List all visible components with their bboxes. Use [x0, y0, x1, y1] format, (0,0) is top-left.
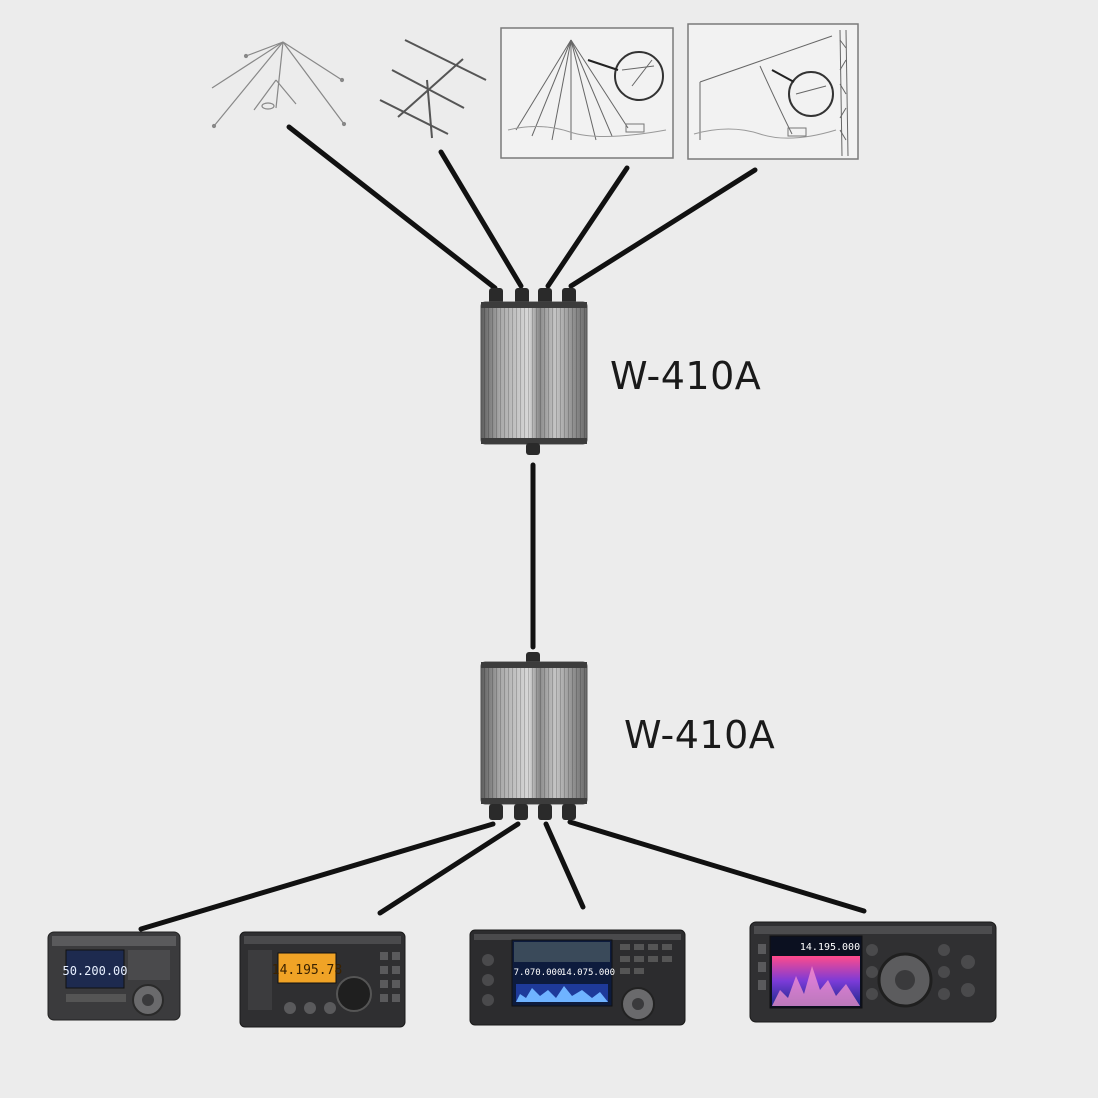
cable-antenna-2: [438, 149, 524, 289]
radio-2-display: 14.195.78: [272, 963, 342, 978]
radio-1-display: 50.200.00: [62, 964, 127, 978]
lcd-transceiver-icon: 14.195.78: [239, 931, 406, 1028]
connector-row-top: [489, 288, 576, 304]
switch-label-top: W-410A: [610, 354, 762, 398]
wire-dipole-antenna-icon: [211, 41, 347, 129]
cable-radio-3: [543, 821, 586, 910]
radio-4-display: 14.195.000: [800, 942, 860, 953]
tower-longwire-antenna-icon: [687, 23, 859, 160]
antenna-switch-bottom: [480, 652, 588, 820]
yagi-antenna-icon: [379, 39, 487, 139]
cable-antenna-3: [545, 165, 630, 289]
switch-label-bottom: W-410A: [624, 713, 776, 757]
cable-radio-4: [567, 819, 867, 914]
cable-radio-2: [377, 821, 521, 916]
radio-3-display-b: 14.075.000: [561, 968, 615, 978]
compact-transceiver-icon: 50.200.00: [47, 931, 181, 1021]
tower-vertical-antenna-icon: [500, 27, 674, 159]
base-station-transceiver-icon: 14.195.000: [749, 921, 997, 1023]
cable-antenna-1: [286, 124, 498, 291]
sdr-transceiver-icon: 7.070.000 14.075.000: [469, 929, 686, 1026]
cable-radio-1: [138, 821, 496, 932]
radio-3-display-a: 7.070.000: [514, 968, 563, 978]
cables: [138, 124, 867, 932]
antenna-switch-top: [480, 288, 588, 455]
cable-antenna-4: [568, 167, 758, 289]
connector-row-bottom: [489, 804, 576, 820]
